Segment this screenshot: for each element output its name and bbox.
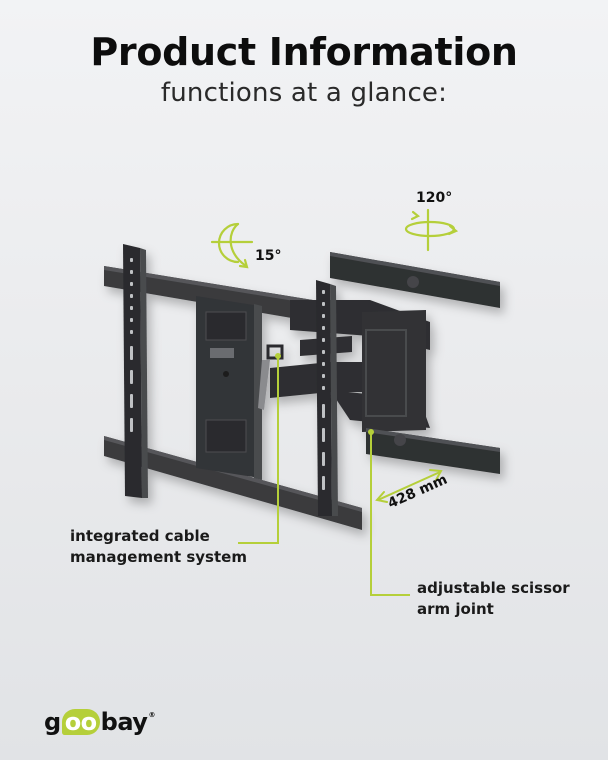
callout-cable-management: integrated cable management system: [70, 527, 247, 566]
logo-speech-bubble-icon: oo: [61, 708, 100, 736]
swivel-angle-label: 120°: [416, 190, 453, 206]
page-subtitle: functions at a glance:: [160, 78, 448, 108]
callout-scissor-joint: adjustable scissor arm joint: [417, 579, 570, 618]
page-title: Product Information: [90, 30, 518, 74]
tilt-angle-label: 15°: [255, 248, 282, 264]
swivel-arrow-icon: [404, 208, 459, 252]
goobay-logo: g oo bay ®: [44, 708, 155, 736]
callout-line-scissor: [370, 432, 410, 596]
double-arrow-icon: [375, 469, 443, 503]
callout-line-cable: [238, 356, 279, 544]
tilt-arrow-icon: [210, 222, 254, 269]
